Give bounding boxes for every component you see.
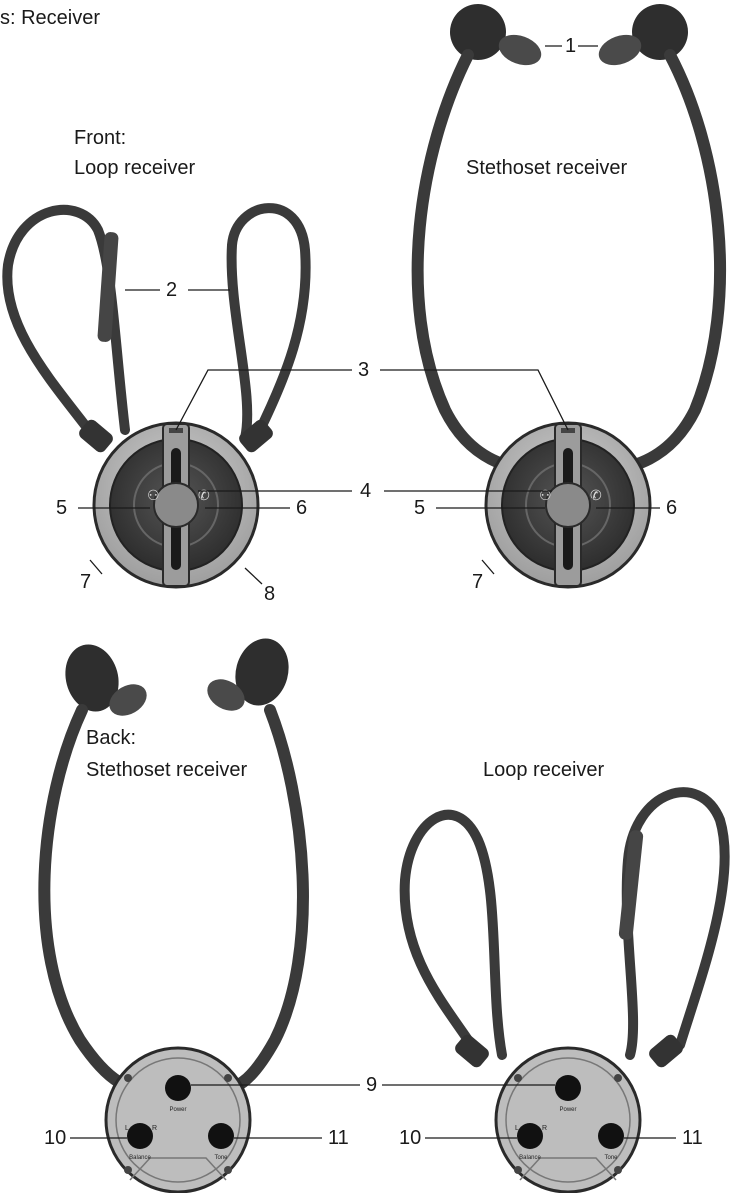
right-text: R [152, 1125, 157, 1132]
back-loop-caption: Loop receiver [483, 760, 604, 780]
stetho-tube-right [600, 55, 720, 470]
callout-3: 3 [358, 360, 369, 380]
callout-10-back-stetho: 10 [44, 1128, 66, 1148]
center-button [154, 483, 198, 527]
tone-text: Tone [214, 1155, 228, 1161]
callout-9: 9 [366, 1075, 377, 1095]
earpiece-left [440, 0, 516, 70]
front-stethoset-caption: Stethoset receiver [466, 158, 627, 178]
power-text: Power [559, 1107, 576, 1113]
screw [514, 1074, 522, 1082]
front-heading: Front: [74, 128, 126, 148]
screw [224, 1166, 232, 1174]
front-loop-receiver: ⚇ ✆ [7, 208, 305, 587]
screw [614, 1074, 622, 1082]
callout-7-front-loop: 7 [80, 572, 91, 592]
people-icon: ⚇ [539, 487, 552, 503]
connector-left [453, 1032, 492, 1069]
screw [514, 1166, 522, 1174]
screw [124, 1074, 132, 1082]
power-button [555, 1075, 581, 1101]
screw [614, 1166, 622, 1174]
callout-7-front-stetho: 7 [472, 572, 483, 592]
loop-cable-right [627, 792, 725, 1055]
tone-dial [208, 1123, 234, 1149]
callout-6-front-loop: 6 [296, 498, 307, 518]
callout-11-back-loop: 11 [682, 1128, 703, 1148]
callout-6-front-stetho: 6 [666, 498, 677, 518]
right-text: R [542, 1125, 547, 1132]
balance-text: Balance [129, 1155, 151, 1161]
loop-cable-left [405, 815, 502, 1055]
back-loop-receiver: Power Balance Tone L R [405, 792, 725, 1192]
balance-dial [127, 1123, 153, 1149]
left-text: L [125, 1125, 129, 1132]
front-loop-caption: Loop receiver [74, 158, 195, 178]
phone-icon: ✆ [590, 487, 602, 503]
loop-cable-right [232, 208, 306, 440]
callout-11-back-stetho: 11 [328, 1128, 349, 1148]
callout-5-front-loop: 5 [56, 498, 67, 518]
tone-dial [598, 1123, 624, 1149]
back-stethoset-caption: Stethoset receiver [86, 760, 247, 780]
center-button [546, 483, 590, 527]
tone-text: Tone [604, 1155, 618, 1161]
power-button [165, 1075, 191, 1101]
callout-5-front-stetho: 5 [414, 498, 425, 518]
power-text: Power [169, 1107, 186, 1113]
earpiece-right [622, 0, 698, 70]
phone-icon: ✆ [198, 487, 210, 503]
callout-2: 2 [166, 280, 177, 300]
people-icon: ⚇ [147, 487, 160, 503]
balance-text: Balance [519, 1155, 541, 1161]
left-text: L [515, 1125, 519, 1132]
page-title: s: Receiver [0, 8, 100, 28]
balance-dial [517, 1123, 543, 1149]
callout-8: 8 [264, 584, 275, 604]
back-stethoset-receiver: Power Balance Tone L R [44, 632, 303, 1192]
back-heading: Back: [86, 728, 136, 748]
stetho-tube-left [418, 55, 540, 470]
callout-1: 1 [565, 36, 576, 56]
screw [224, 1074, 232, 1082]
callout-10-back-loop: 10 [399, 1128, 421, 1148]
screw [124, 1166, 132, 1174]
callout-4: 4 [360, 481, 371, 501]
